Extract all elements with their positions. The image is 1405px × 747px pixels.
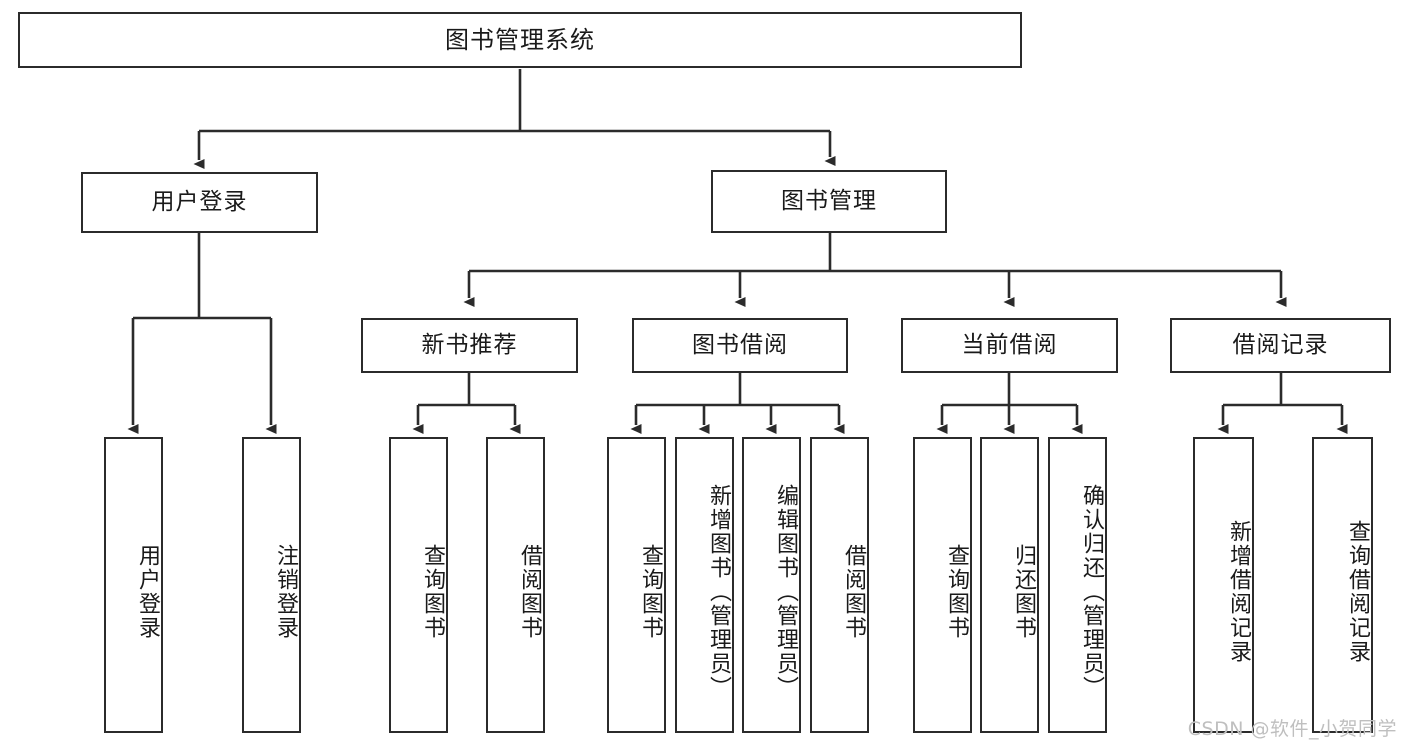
leaf-query-book-new-recommend[interactable]: 查询图书: [389, 437, 448, 733]
current-borrow-to-leaves-connectors: [936, 373, 1083, 434]
leaf-edit-book-admin[interactable]: 编辑图书（管理员）: [742, 437, 801, 733]
book-manage-to-level2-connectors: [463, 233, 1287, 307]
csdn-watermark: CSDN @软件_小贺同学: [1187, 718, 1397, 740]
leaf-return-book[interactable]: 归还图书: [980, 437, 1039, 733]
leaf-confirm-return-admin[interactable]: 确认归还（管理员）: [1048, 437, 1107, 733]
node-book-borrow[interactable]: 图书借阅: [632, 318, 848, 373]
leaf-query-book-current[interactable]: 查询图书: [913, 437, 972, 733]
leaf-logout-login[interactable]: 注销登录: [242, 437, 301, 733]
node-book-management[interactable]: 图书管理: [711, 170, 947, 233]
leaf-borrow-book-borrow[interactable]: 借阅图书: [810, 437, 869, 733]
leaf-add-book-admin[interactable]: 新增图书（管理员）: [675, 437, 734, 733]
leaf-add-borrow-record[interactable]: 新增借阅记录: [1193, 437, 1254, 733]
leaf-user-login[interactable]: 用户登录: [104, 437, 163, 733]
leaf-query-borrow-record[interactable]: 查询借阅记录: [1312, 437, 1373, 733]
node-borrow-record[interactable]: 借阅记录: [1170, 318, 1391, 373]
user-login-to-leaves-connectors: [127, 233, 277, 434]
node-current-borrow[interactable]: 当前借阅: [901, 318, 1118, 373]
leaf-borrow-book-new-recommend[interactable]: 借阅图书: [486, 437, 545, 733]
node-user-login[interactable]: 用户登录: [81, 172, 318, 233]
borrow-record-to-leaves-connectors: [1217, 373, 1348, 434]
node-new-book-recommend[interactable]: 新书推荐: [361, 318, 578, 373]
new-book-recommend-to-leaves-connectors: [412, 373, 521, 434]
book-borrow-to-leaves-connectors: [630, 373, 845, 434]
root-to-level1-connectors: [193, 69, 836, 169]
leaf-query-book-borrow[interactable]: 查询图书: [607, 437, 666, 733]
node-root-book-management-system[interactable]: 图书管理系统: [18, 12, 1022, 68]
